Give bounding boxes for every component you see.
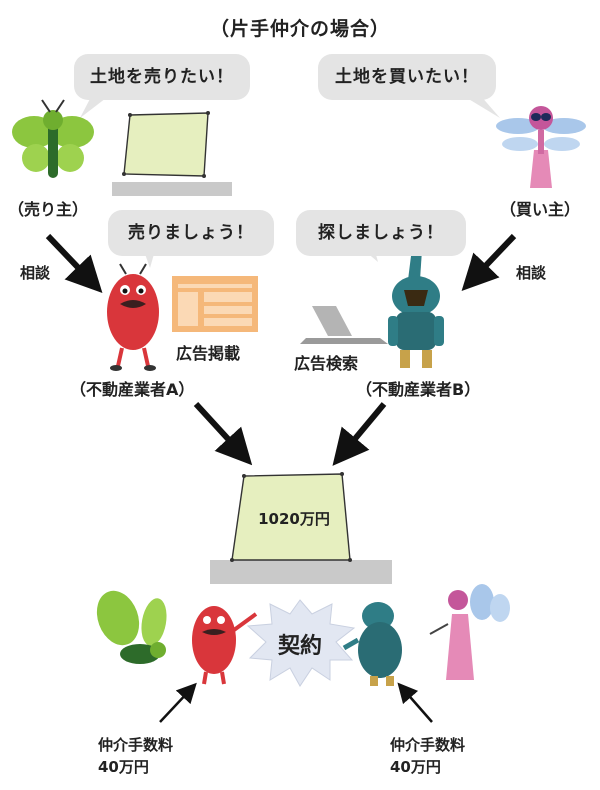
seller-bubble-tail: [80, 95, 110, 118]
buyer-bubble-tail: [462, 95, 500, 118]
seller-bottom-icon: [96, 590, 167, 664]
buyer-label: （買い主）: [500, 200, 581, 219]
buyer-bottom-icon: [429, 584, 510, 680]
arrow-fee-a: [159, 682, 197, 723]
fee-b-block: 仲介手数料 40万円: [390, 734, 465, 778]
seller-consult-label: 相談: [20, 264, 51, 282]
seller-label: （売り主）: [8, 200, 89, 219]
agent-a-speech-bubble: 売りましょう！: [108, 210, 274, 256]
laptop-icon: [300, 306, 388, 344]
land-plot-top: [112, 111, 232, 196]
agent-b-speech-bubble: 探しましょう！: [296, 210, 466, 256]
seller-character-icon: [12, 99, 94, 178]
fee-b-title: 仲介手数料: [390, 736, 466, 754]
agent-a-label: （不動産業者A）: [70, 380, 195, 399]
arrow-buyer-to-agent-b: [461, 233, 517, 292]
ad-sheet-icon: [172, 276, 258, 332]
fee-a-block: 仲介手数料 40万円: [98, 734, 173, 778]
agent-b-character-icon: [388, 248, 444, 368]
buyer-speech-bubble: 土地を買いたい！: [318, 54, 496, 100]
fee-a-title: 仲介手数料: [98, 736, 174, 754]
fee-b-amount: 40万円: [390, 758, 441, 776]
agent-a-character-icon: [107, 263, 159, 371]
arrow-agent-a-to-land: [193, 401, 253, 466]
page-title: （片手仲介の場合）: [209, 18, 390, 40]
fee-a-amount: 40万円: [98, 758, 149, 776]
buyer-character-icon: [496, 106, 586, 188]
arrow-seller-to-agent-a: [45, 233, 103, 294]
contract-label: 契約: [277, 634, 322, 659]
buyer-consult-label: 相談: [516, 264, 547, 282]
seller-speech-bubble: 土地を売りたい！: [74, 54, 250, 100]
contract-burst: [246, 599, 356, 687]
land-price-label: 1020万円: [258, 510, 330, 528]
land-plot-center: [210, 472, 392, 584]
agent-b-action-label: 広告検索: [294, 354, 359, 373]
arrow-fee-b: [397, 682, 433, 723]
agent-a-bottom-icon: [192, 606, 258, 685]
agent-a-action-label: 広告掲載: [176, 344, 241, 363]
agent-b-bottom-icon: [342, 602, 402, 686]
agent-b-label: （不動産業者B）: [356, 380, 481, 399]
arrow-agent-b-to-land: [332, 402, 387, 466]
